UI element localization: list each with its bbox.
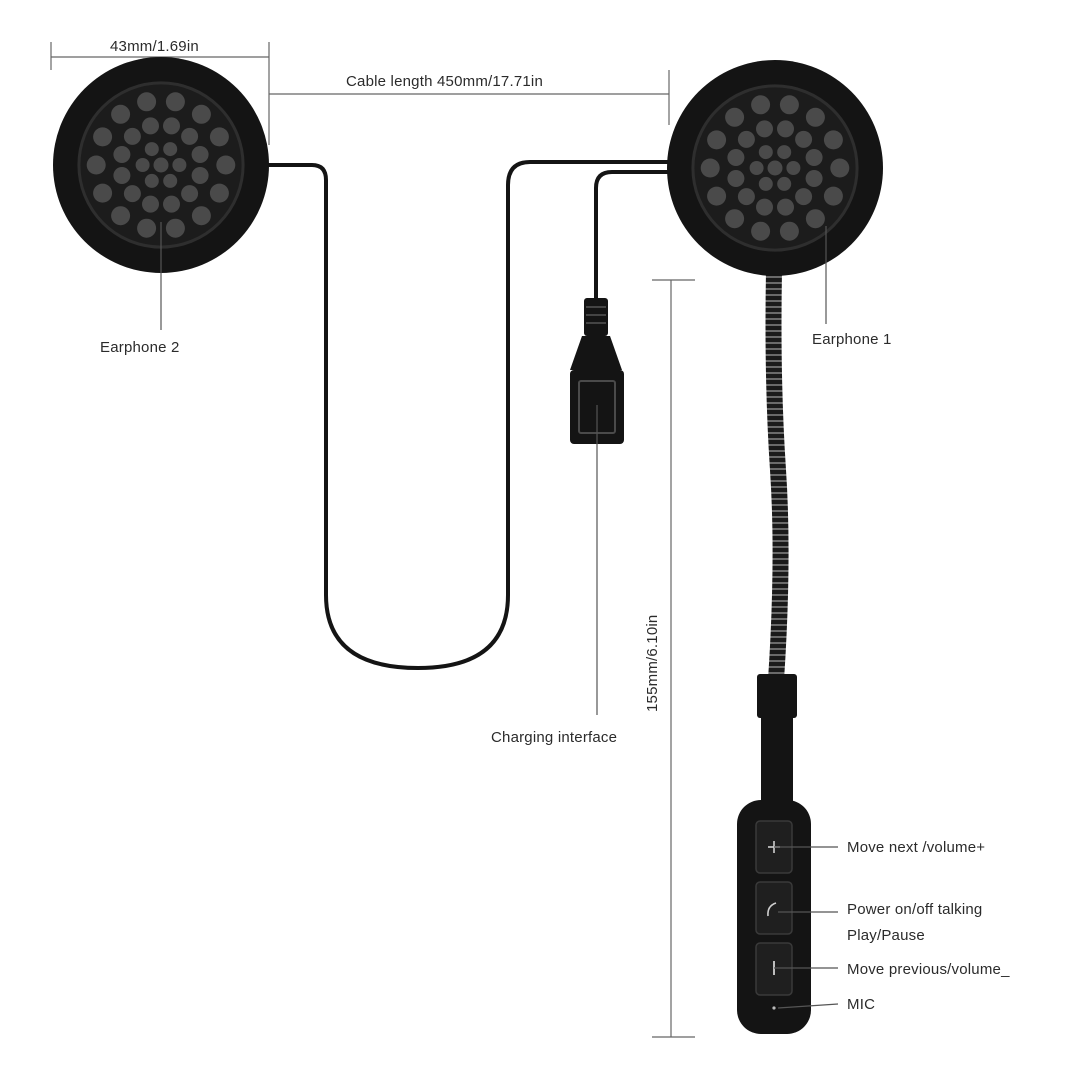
speaker-hole: [209, 183, 229, 203]
speaker-hole: [756, 198, 773, 216]
speaker-hole: [707, 186, 727, 206]
plug-neck: [570, 336, 622, 370]
dim-boom-label: 155mm/6.10in: [644, 614, 661, 712]
speaker-hole: [700, 158, 720, 178]
charging-cable: [594, 170, 674, 302]
speaker-hole: [751, 95, 771, 115]
speaker-hole: [725, 209, 745, 229]
mic-label: MIC: [847, 996, 876, 1013]
button-minus-label: Move previous/volume_: [847, 961, 1010, 978]
earphone-2-label: Earphone 2: [100, 339, 180, 356]
speaker-hole: [707, 130, 727, 150]
speaker-hole: [727, 149, 745, 166]
boom-collar: [757, 674, 797, 718]
speaker-hole: [737, 130, 755, 148]
speaker-hole: [805, 209, 825, 229]
button-call-label-1: Power on/off talking: [847, 901, 983, 918]
speaker-hole: [123, 127, 141, 145]
speaker-hole: [758, 145, 773, 160]
mic-hole: [772, 1006, 776, 1010]
speaker-hole: [779, 221, 799, 241]
call-button[interactable]: [755, 881, 793, 935]
speaker-hole: [749, 161, 764, 175]
speaker-hole: [137, 218, 157, 238]
callout-lines: [160, 222, 839, 1009]
main-cable: [263, 160, 674, 671]
charging-interface-label: Charging interface: [491, 729, 618, 746]
plug-strain-relief: [584, 298, 608, 336]
speaker-hole: [191, 104, 211, 124]
dim-cable-label: Cable length 450mm/17.71in: [346, 73, 543, 90]
speaker-hole: [123, 185, 141, 203]
speaker-hole: [163, 142, 178, 157]
speaker-hole: [823, 186, 843, 206]
speaker-hole: [737, 188, 755, 206]
speaker-hole: [144, 173, 159, 188]
speaker-hole: [113, 167, 131, 184]
remote-control: [737, 800, 811, 1034]
speaker-hole: [777, 198, 794, 216]
speaker-hole: [144, 142, 159, 157]
speaker-hole: [163, 173, 178, 188]
speaker-hole: [767, 160, 783, 176]
mic-boom: [757, 269, 797, 806]
speaker-hole: [181, 185, 199, 203]
speaker-hole: [93, 127, 113, 147]
button-call-label-2: Play/Pause: [847, 927, 925, 944]
speaker-hole: [727, 170, 745, 187]
speaker-hole: [823, 130, 843, 150]
button-plus-label: Move next /volume+: [847, 839, 986, 856]
speaker-hole: [163, 117, 180, 135]
callout-mic: [777, 1003, 839, 1009]
speaker-hole: [805, 170, 823, 187]
speaker-hole: [725, 107, 745, 127]
speaker-hole: [209, 127, 229, 147]
earphone-2: [53, 57, 269, 273]
gooseneck: [765, 269, 789, 681]
speaker-hole: [777, 145, 792, 160]
speaker-hole: [165, 92, 185, 112]
speaker-hole: [777, 120, 794, 138]
speaker-hole: [191, 146, 209, 163]
speaker-hole: [751, 221, 771, 241]
speaker-hole: [191, 167, 209, 184]
speaker-hole: [758, 176, 773, 191]
speaker-hole: [779, 95, 799, 115]
speaker-hole: [137, 92, 157, 112]
speaker-hole: [111, 104, 131, 124]
speaker-hole: [777, 176, 792, 191]
speaker-hole: [163, 195, 180, 213]
speaker-hole: [153, 157, 169, 173]
phone-icon: [767, 902, 777, 917]
speaker-hole: [111, 206, 131, 226]
speaker-hole: [165, 218, 185, 238]
boom-stem: [761, 716, 793, 806]
speaker-hole: [93, 183, 113, 203]
earphone-1: [667, 60, 883, 276]
speaker-hole: [135, 158, 150, 172]
speaker-hole: [830, 158, 850, 178]
speaker-hole: [216, 155, 236, 175]
speaker-hole: [756, 120, 773, 138]
cables: [263, 160, 674, 671]
speaker-hole: [191, 206, 211, 226]
earphone-1-label: Earphone 1: [812, 331, 892, 348]
speaker-hole: [142, 117, 159, 135]
speaker-hole: [181, 127, 199, 145]
speaker-hole: [86, 155, 106, 175]
speaker-hole: [805, 107, 825, 127]
speaker-hole: [805, 149, 823, 166]
dimension-lines: [50, 42, 695, 1038]
dim-diameter-label: 43mm/1.69in: [110, 38, 199, 55]
speaker-hole: [113, 146, 131, 163]
speaker-hole: [142, 195, 159, 213]
speaker-hole: [786, 161, 801, 175]
speaker-hole: [795, 130, 813, 148]
speaker-hole: [795, 188, 813, 206]
speaker-hole: [172, 158, 187, 172]
